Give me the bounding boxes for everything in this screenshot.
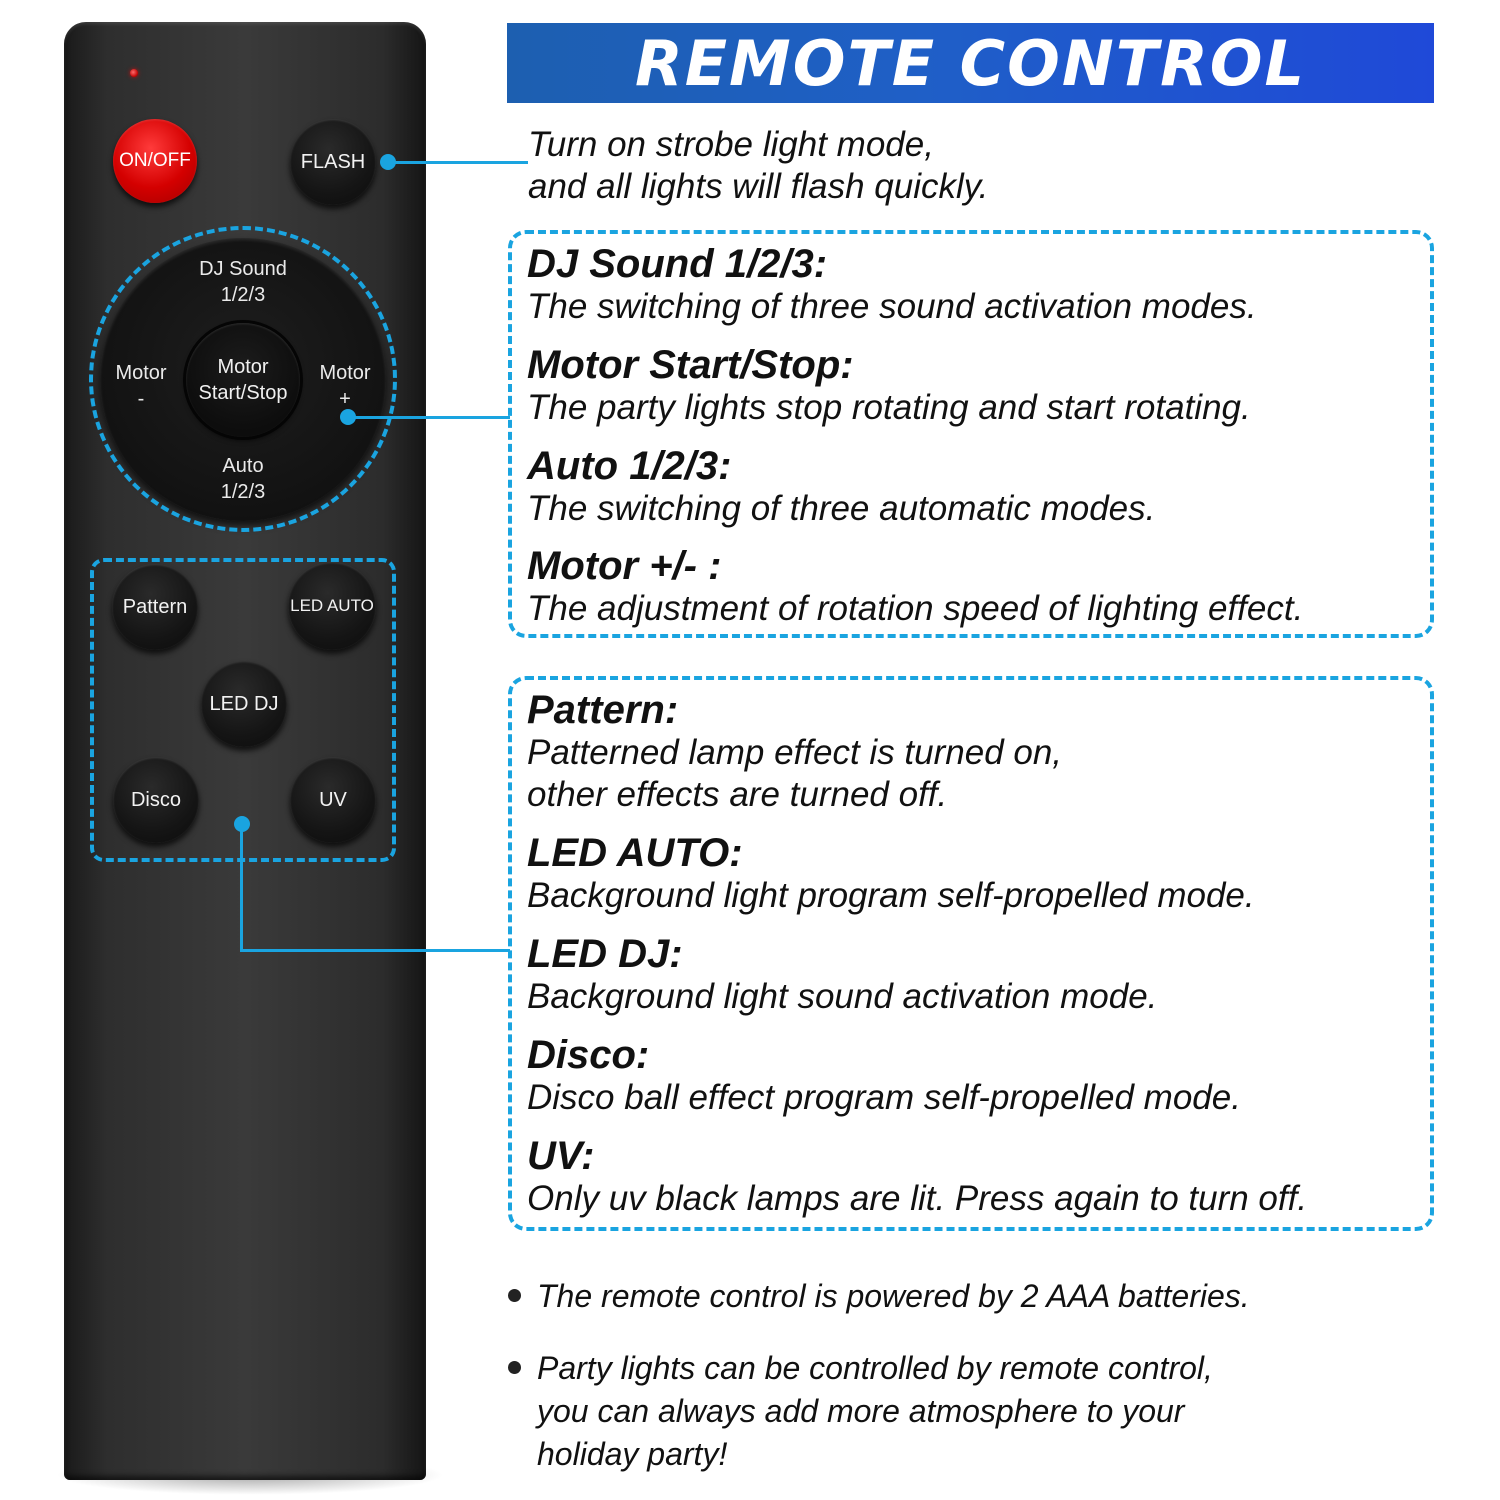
bullet-icon: [508, 1361, 521, 1374]
led-dj-entry: LED DJ: Background light sound activatio…: [527, 932, 1157, 1018]
dial-functions-box: [508, 230, 1434, 638]
dj-sound-heading: DJ Sound 1/2/3:: [527, 242, 828, 286]
power-button-label: ON/OFF: [119, 150, 191, 171]
led-dj-description: Background light sound activation mode.: [527, 977, 1158, 1016]
motor-plus-minus-entry: Motor +/- : The adjustment of rotation s…: [527, 544, 1303, 630]
led-auto-button[interactable]: LED AUTO: [288, 562, 376, 650]
party-note-text: Party lights can be controlled by remote…: [537, 1350, 1213, 1472]
effects-callout-line-horizontal: [240, 949, 510, 952]
pattern-heading: Pattern:: [527, 688, 679, 732]
motor-plus-minus-heading: Motor +/- :: [527, 544, 722, 588]
uv-button[interactable]: UV: [290, 757, 376, 843]
disco-button[interactable]: Disco: [113, 757, 199, 843]
led-auto-heading: LED AUTO:: [527, 831, 743, 875]
motor-plus-minus-description: The adjustment of rotation speed of ligh…: [527, 589, 1304, 628]
uv-heading: UV:: [527, 1134, 595, 1178]
auto-label: Auto 1/2/3: [220, 455, 266, 503]
led-auto-button-label: LED AUTO: [290, 596, 374, 615]
disco-description: Disco ball effect program self-propelled…: [527, 1078, 1241, 1117]
motor-minus-button[interactable]: Motor -: [106, 360, 176, 412]
pattern-button-label: Pattern: [122, 595, 188, 618]
disco-heading: Disco:: [527, 1033, 650, 1077]
led-dj-button-label: LED DJ: [209, 692, 279, 715]
effect-functions-box: [508, 676, 1434, 1231]
disco-button-label: Disco: [130, 788, 181, 811]
party-note: Party lights can be controlled by remote…: [508, 1347, 1408, 1476]
auto-heading: Auto 1/2/3:: [527, 444, 732, 488]
dial-callout-line: [348, 416, 510, 419]
uv-description: Only uv black lamps are lit. Press again…: [527, 1179, 1308, 1218]
uv-entry: UV: Only uv black lamps are lit. Press a…: [527, 1134, 1307, 1220]
led-auto-description: Background light program self-propelled …: [527, 876, 1255, 915]
dial-highlight-outline: [89, 226, 397, 532]
motor-start-stop-heading: Motor Start/Stop:: [527, 343, 854, 387]
auto-description: The switching of three automatic modes.: [527, 489, 1156, 528]
effect-buttons-highlight-outline: [90, 558, 396, 862]
motor-start-stop-description: The party lights stop rotating and start…: [527, 388, 1251, 427]
motor-start-stop-entry: Motor Start/Stop: The party lights stop …: [527, 343, 1251, 429]
motor-start-stop-label: Motor Start/Stop: [198, 356, 288, 404]
auto-entry: Auto 1/2/3: The switching of three autom…: [527, 444, 1155, 530]
motor-minus-label: Motor -: [115, 362, 167, 410]
flash-button[interactable]: FLASH: [290, 119, 376, 205]
uv-button-label: UV: [319, 788, 347, 811]
pattern-entry: Pattern: Patterned lamp effect is turned…: [527, 688, 1062, 816]
pattern-button[interactable]: Pattern: [112, 564, 198, 650]
led-dj-button[interactable]: LED DJ: [201, 661, 287, 747]
motor-plus-button[interactable]: Motor +: [310, 360, 380, 412]
auto-button[interactable]: Auto 1/2/3: [183, 453, 303, 505]
motor-plus-label: Motor +: [319, 362, 371, 410]
power-button[interactable]: ON/OFF: [113, 119, 197, 203]
dj-sound-button[interactable]: DJ Sound 1/2/3: [183, 256, 303, 308]
disco-entry: Disco: Disco ball effect program self-pr…: [527, 1033, 1241, 1119]
flash-callout-line: [388, 161, 528, 164]
battery-note: The remote control is powered by 2 AAA b…: [508, 1275, 1408, 1318]
title-banner: REMOTE CONTROL: [507, 23, 1434, 103]
page-title: REMOTE CONTROL: [634, 26, 1307, 100]
indicator-led: [130, 69, 138, 77]
dj-sound-label: DJ Sound 1/2/3: [199, 258, 287, 306]
bullet-icon: [508, 1289, 521, 1302]
battery-note-text: The remote control is powered by 2 AAA b…: [537, 1278, 1250, 1314]
effects-callout-line-vertical: [240, 824, 243, 952]
led-dj-heading: LED DJ:: [527, 932, 683, 976]
flash-description: Turn on strobe light mode, and all light…: [528, 125, 989, 206]
flash-button-label: FLASH: [300, 150, 366, 173]
dj-sound-entry: DJ Sound 1/2/3: The switching of three s…: [527, 242, 1257, 328]
led-auto-entry: LED AUTO: Background light program self-…: [527, 831, 1255, 917]
motor-start-stop-button[interactable]: Motor Start/Stop: [186, 323, 300, 437]
pattern-description: Patterned lamp effect is turned on, othe…: [527, 733, 1063, 814]
dj-sound-description: The switching of three sound activation …: [527, 287, 1257, 326]
